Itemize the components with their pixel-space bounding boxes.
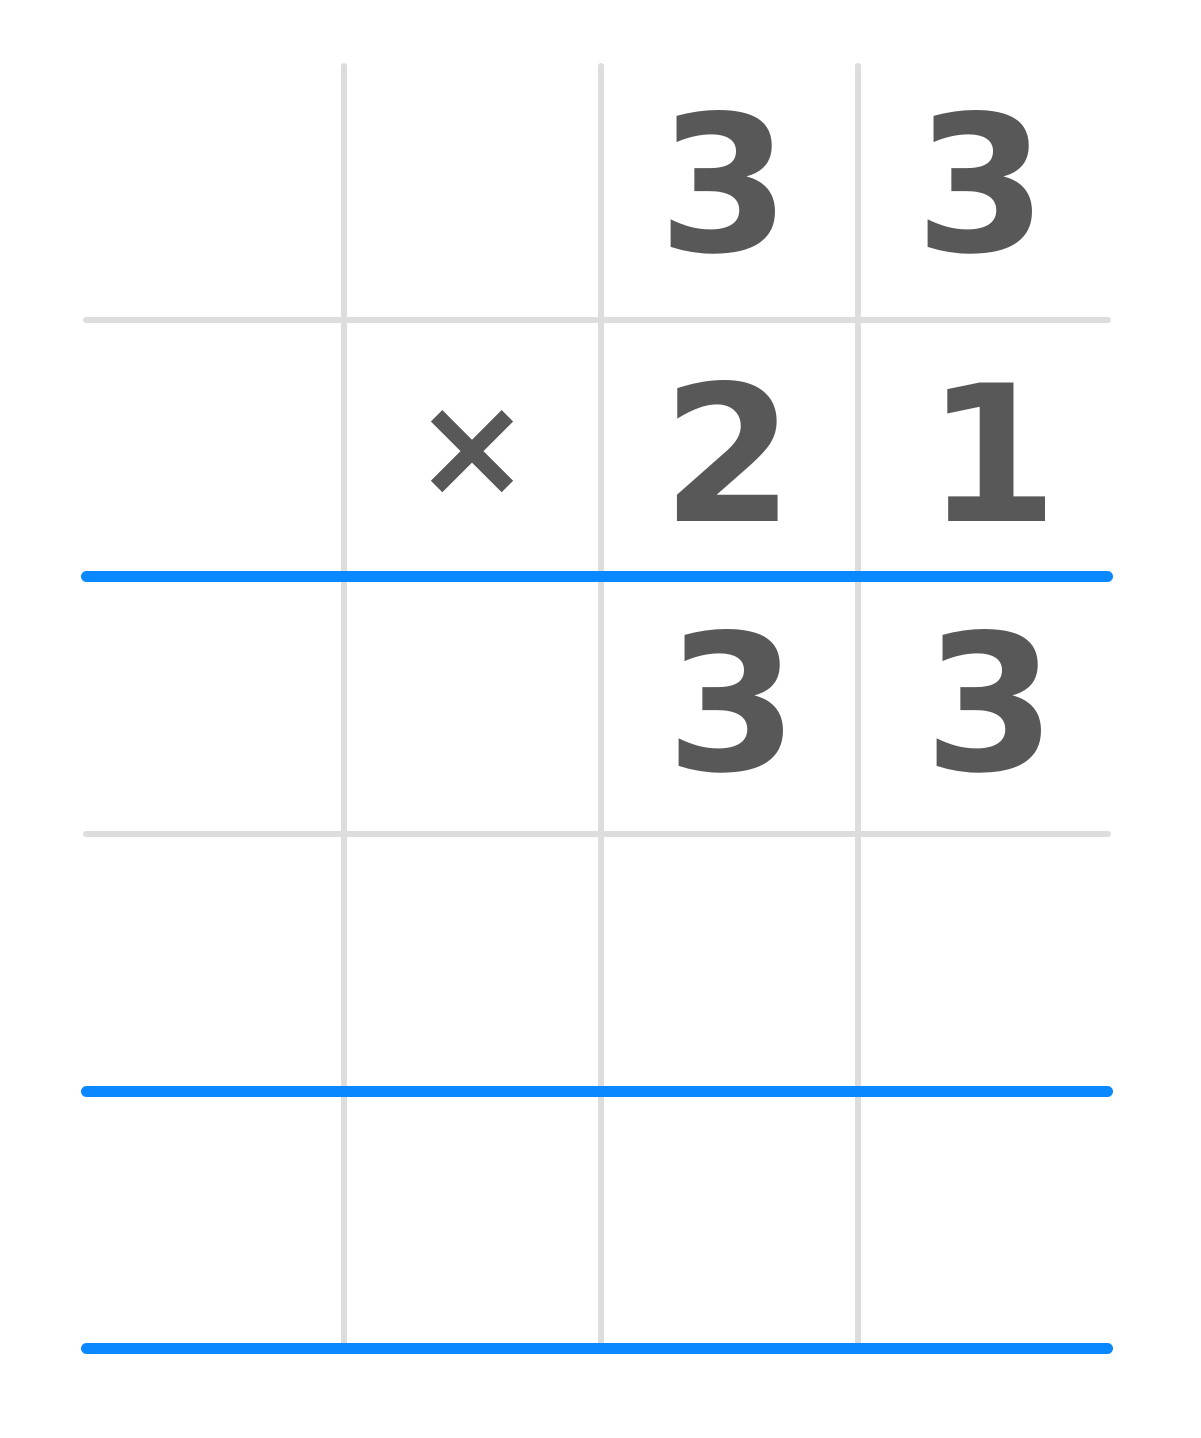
grid-horizontal-line-2 bbox=[83, 831, 1111, 837]
multiply-operator: × bbox=[413, 366, 531, 529]
grid-vertical-line-2 bbox=[598, 63, 604, 1345]
grid-vertical-line-3 bbox=[855, 63, 861, 1345]
multiplier-tens-digit: 2 bbox=[661, 345, 795, 566]
grid-vertical-line-1 bbox=[341, 63, 347, 1345]
grid-horizontal-line-1 bbox=[83, 317, 1111, 323]
partial-product-1-tens-digit: 3 bbox=[665, 594, 799, 815]
multiplicand-tens-digit: 3 bbox=[657, 75, 791, 296]
partial-product-1-ones-digit: 3 bbox=[923, 594, 1057, 815]
multiplicand-ones-digit: 3 bbox=[914, 75, 1048, 296]
answer-rule-2 bbox=[81, 1086, 1113, 1097]
answer-rule-1 bbox=[81, 571, 1113, 582]
multiplier-ones-digit: 1 bbox=[925, 345, 1059, 566]
answer-rule-3 bbox=[81, 1343, 1113, 1354]
